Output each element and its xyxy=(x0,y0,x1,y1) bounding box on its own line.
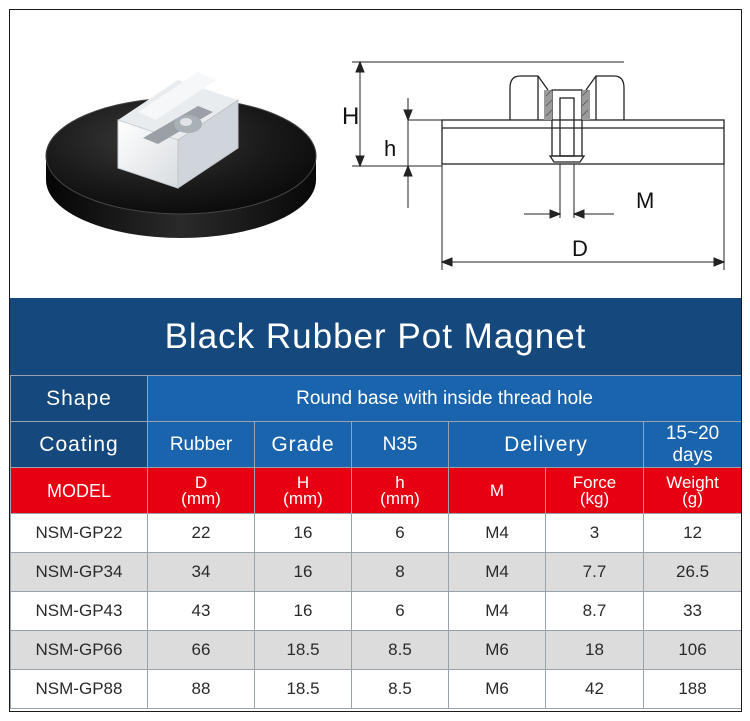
cell-d: 22 xyxy=(147,513,255,553)
cell-m: M6 xyxy=(448,630,546,670)
page-title: Black Rubber Pot Magnet xyxy=(10,298,741,375)
column-header-m: M xyxy=(448,467,546,514)
table-row: NSM-GP43 43 16 6 M4 8.7 33 xyxy=(10,591,741,631)
table-row: NSM-GP22 22 16 6 M4 3 12 xyxy=(10,513,741,553)
cell-weight: 33 xyxy=(642,591,741,631)
cell-weight: 26.5 xyxy=(642,552,741,592)
column-header-d: D(mm) xyxy=(147,467,255,514)
cell-model: NSM-GP66 xyxy=(10,630,148,670)
cell-d: 88 xyxy=(147,669,255,709)
cell-h: 8 xyxy=(351,552,449,592)
cell-H: 18.5 xyxy=(254,630,352,670)
product-photo xyxy=(45,72,317,238)
dimension-label-M: M xyxy=(636,188,654,213)
cell-d: 43 xyxy=(147,591,255,631)
spec-table: Shape Round base with inside thread hole… xyxy=(10,375,741,709)
cell-weight: 106 xyxy=(642,630,741,670)
cell-H: 16 xyxy=(254,552,352,592)
cell-h: 6 xyxy=(351,513,449,553)
cell-force: 3 xyxy=(545,513,644,553)
cell-force: 8.7 xyxy=(545,591,644,631)
cell-model: NSM-GP22 xyxy=(10,513,148,553)
table-row: NSM-GP88 88 18.5 8.5 M6 42 188 xyxy=(10,669,741,709)
coating-row: Coating Rubber Grade N35 Delivery 15~20 … xyxy=(10,421,741,468)
cell-force: 18 xyxy=(545,630,644,670)
grade-value: N35 xyxy=(351,421,449,468)
cell-model: NSM-GP34 xyxy=(10,552,148,592)
cell-force: 7.7 xyxy=(545,552,644,592)
coating-value: Rubber xyxy=(147,421,255,468)
cell-d: 34 xyxy=(147,552,255,592)
cell-h: 8.5 xyxy=(351,630,449,670)
table-row: NSM-GP66 66 18.5 8.5 M6 18 106 xyxy=(10,630,741,670)
cell-model: NSM-GP88 xyxy=(10,669,148,709)
coating-label: Coating xyxy=(10,421,148,468)
product-sheet: H h M D Black Rubber Pot Magnet Shape Ro… xyxy=(9,9,742,712)
cell-model: NSM-GP43 xyxy=(10,591,148,631)
column-header-row: MODEL D(mm) H(mm) h(mm) M Force(kg) Weig… xyxy=(10,467,741,514)
shape-value: Round base with inside thread hole xyxy=(146,375,741,422)
cell-m: M4 xyxy=(448,513,546,553)
dimension-label-H: H xyxy=(342,103,359,130)
shape-label: Shape xyxy=(10,375,148,422)
cell-m: M4 xyxy=(448,591,546,631)
cell-H: 16 xyxy=(254,591,352,631)
cell-m: M6 xyxy=(448,669,546,709)
column-header-force: Force(kg) xyxy=(545,467,644,514)
cell-m: M4 xyxy=(448,552,546,592)
dimension-label-D: D xyxy=(572,236,588,261)
dimension-label-h: h xyxy=(384,136,396,161)
cell-weight: 188 xyxy=(642,669,741,709)
grade-label: Grade xyxy=(254,421,352,468)
cell-H: 16 xyxy=(254,513,352,553)
cell-force: 42 xyxy=(545,669,644,709)
technical-drawing: H h M D xyxy=(342,60,726,270)
cell-weight: 12 xyxy=(642,513,741,553)
cell-h: 8.5 xyxy=(351,669,449,709)
cell-d: 66 xyxy=(147,630,255,670)
column-header-model: MODEL xyxy=(10,467,148,514)
column-header-h: h(mm) xyxy=(351,467,449,514)
shape-row: Shape Round base with inside thread hole xyxy=(10,375,741,422)
table-row: NSM-GP34 34 16 8 M4 7.7 26.5 xyxy=(10,552,741,592)
delivery-label: Delivery xyxy=(448,421,644,468)
column-header-H: H(mm) xyxy=(254,467,352,514)
cell-h: 6 xyxy=(351,591,449,631)
column-header-weight: Weight(g) xyxy=(642,467,741,514)
delivery-value: 15~20 days xyxy=(642,421,741,468)
product-illustration-area: H h M D xyxy=(10,10,741,298)
cell-H: 18.5 xyxy=(254,669,352,709)
